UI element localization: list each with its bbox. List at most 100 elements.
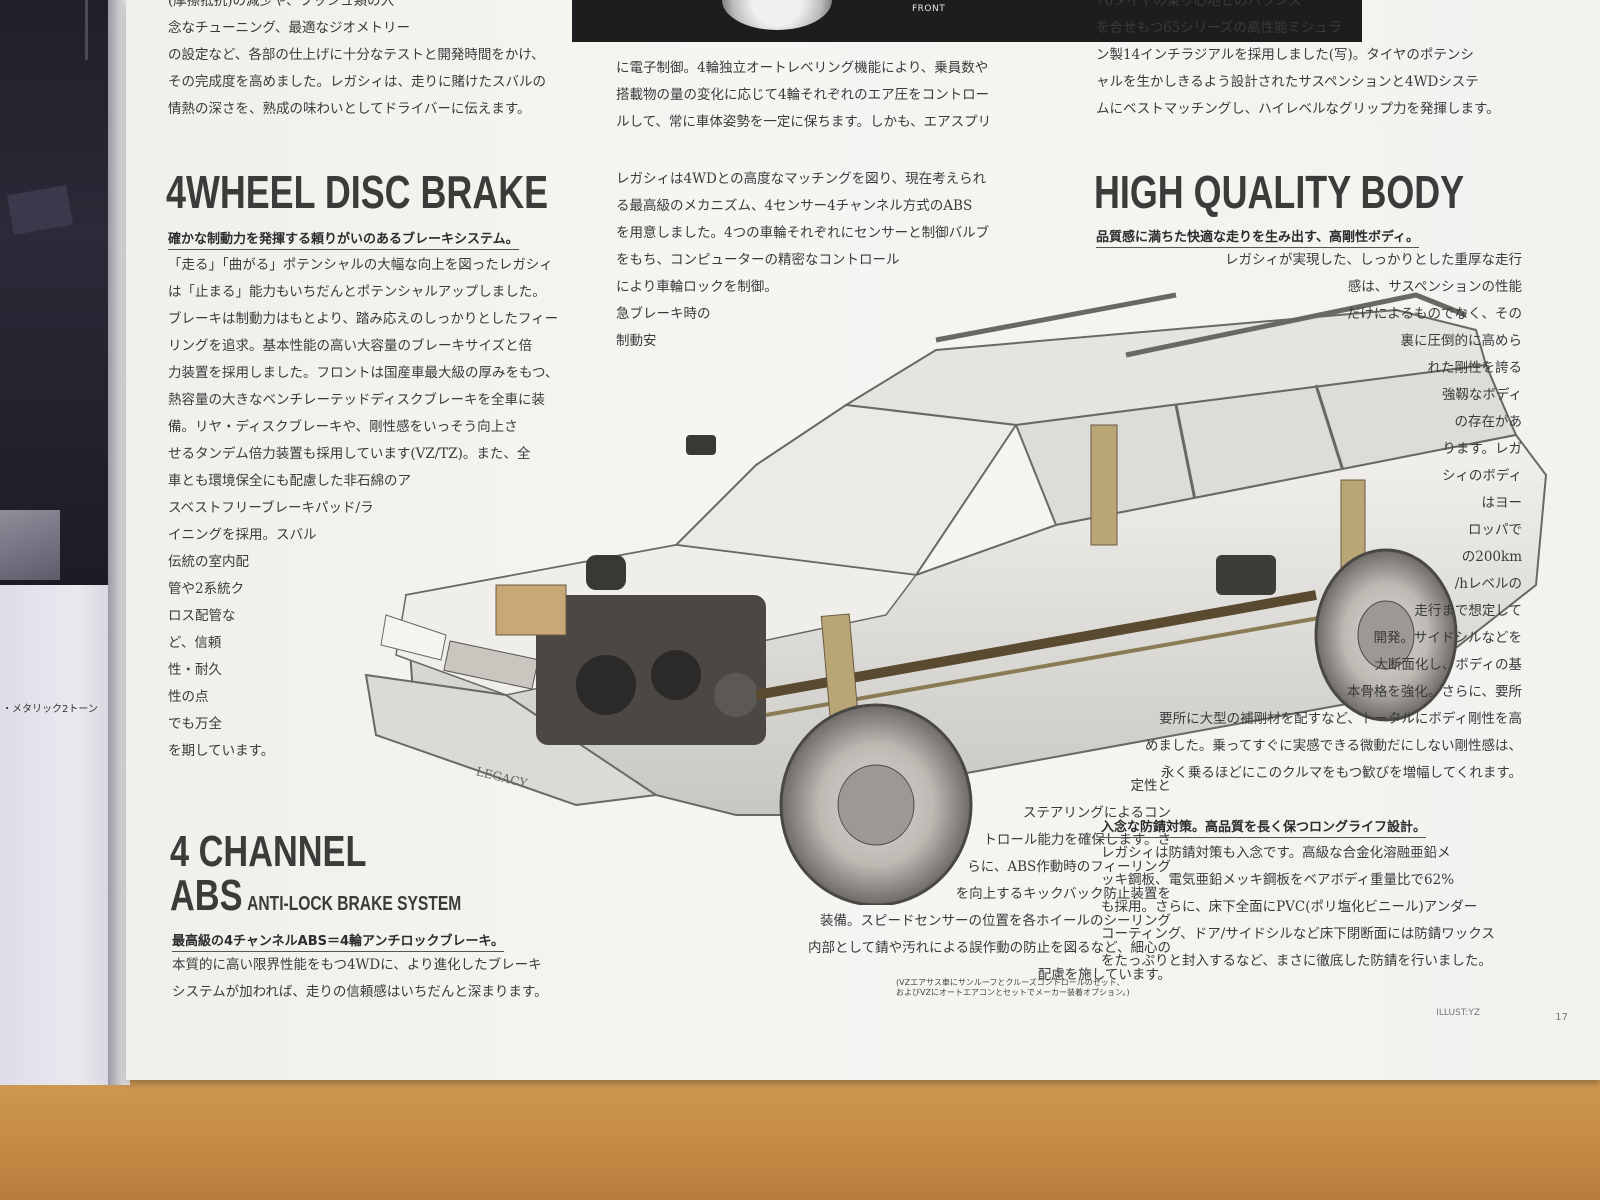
- text-line: トロール能力を確保します。さ: [983, 832, 1171, 848]
- text-line: その完成度を高めました。レガシィは、走りに賭けたスバルの: [168, 74, 546, 90]
- text-line: 念なチューニング、最適なジオメトリー: [168, 20, 411, 36]
- text-line: ムにベストマッチングし、ハイレベルなグリップ力を発揮します。: [1096, 101, 1500, 117]
- text-line-part: 配慮を施しています。: [1037, 967, 1171, 983]
- col2-top-text: に電子制御。4輪独立オートレベリング機能により、乗員数や 搭載物の量の変化に応じ…: [616, 55, 991, 136]
- text-line: 感は、サスペンションの性能: [1347, 279, 1522, 295]
- text-line: 備。リヤ・ディスクブレーキや、剛性感をいっそう向上さ: [168, 419, 518, 435]
- text-line: ります。レガ: [1442, 441, 1522, 457]
- page-number: 17: [1555, 1012, 1568, 1023]
- text-line: の存在があ: [1454, 414, 1523, 430]
- text-line: を合せもつ65シリーズの高性能ミシュラ: [1096, 20, 1342, 36]
- text-line: ブレーキは制動力はもとより、踏み応えのしっかりとしたフィー: [168, 311, 559, 327]
- illustration-credit: ILLUST:YZ: [1436, 1008, 1480, 1018]
- text-line: により車輪ロックを制御。: [616, 279, 778, 295]
- text-line: ッキ鋼板、電気亜鉛メッキ鋼板をベアボディ重量比で62%: [1101, 872, 1455, 888]
- text-line: 70タイヤの乗り心地とのバランス: [1096, 0, 1302, 9]
- text-line: の200km: [1461, 549, 1522, 565]
- text-line: でも万全: [168, 716, 222, 732]
- brake-heading: 4WHEEL DISC BRAKE: [166, 166, 549, 218]
- text-line: 要所に大型の補剛材を配すなど、トータルにボディ剛性を高: [1159, 711, 1522, 727]
- abs-text: 本質的に高い限界性能をもつ4WDに、より進化したブレーキ システムが加われば、走…: [172, 952, 548, 1006]
- rust-text: レガシィは防錆対策も入念です。高級な合金化溶融亜鉛メ ッキ鋼板、電気亜鉛メッキ鋼…: [1101, 840, 1495, 975]
- text-line: (摩擦抵抗)の減少や、ブッシュ類の入: [168, 0, 395, 9]
- left-page-caption: ・メタリック2トーン: [2, 704, 98, 715]
- text-line: だけによるものでなく、その: [1346, 306, 1522, 322]
- text-line: せるタンデム倍力装置も採用しています(VZ/TZ)。また、全: [168, 446, 531, 462]
- brake-text: 「走る」「曲がる」ポテンシャルの大幅な向上を図ったレガシィ は「止まる」能力もい…: [168, 252, 558, 765]
- text-line: ど、信頼: [168, 635, 222, 651]
- text-line: 制動安: [616, 333, 657, 349]
- brake-subhead: 確かな制動力を発揮する頼りがいのあるブレーキシステム。: [168, 228, 519, 250]
- text-line: スベストフリーブレーキパッド/ラ: [168, 500, 374, 516]
- text-line: めました。乗ってすぐに実感できる微動だにしない剛性感は、: [1144, 738, 1522, 754]
- tire-photo: FRONT: [572, 0, 1362, 42]
- brochure-page: FRONT (摩擦抵抗)の減少や、ブッシュ類の入 念なチューニング、最適なジオメ…: [126, 0, 1600, 1080]
- table-surface: [0, 1070, 1600, 1200]
- text-line: はヨー: [1481, 495, 1523, 511]
- abs-heading-abs: ABS: [170, 871, 243, 920]
- text-line: ャルを生かしきるよう設計されたサスペンションと4WDシステ: [1096, 74, 1479, 90]
- text-line: /hレベルの: [1454, 576, 1522, 592]
- text-line: 急ブレーキ時の: [616, 306, 711, 322]
- text-line: を期しています。: [168, 743, 275, 759]
- text-line: ロス配管な: [168, 608, 236, 624]
- text-line: 伝統の室内配: [168, 554, 249, 570]
- abs-heading-line1: 4 CHANNEL: [170, 827, 367, 876]
- text-line: をたっぷりと封入するなど、まさに徹底した防錆を行いました。: [1101, 953, 1492, 969]
- text-line: リングを追求。基本性能の高い大容量のブレーキサイズと倍: [168, 338, 533, 354]
- text-line: 車とも環境保全にも配慮した非石綿のア: [168, 473, 411, 489]
- col1-top-text: (摩擦抵抗)の減少や、ブッシュ類の入 念なチューニング、最適なジオメトリー の設…: [168, 0, 546, 123]
- text-line: を向上するキックバック防止装置を: [955, 886, 1171, 902]
- text-line: イニングを採用。スバル: [168, 527, 317, 543]
- text-line: 力装置を採用しました。フロントは国産車最大級の厚みをもつ、: [168, 365, 559, 381]
- car-cutaway-illustration: LEGACY: [364, 292, 1548, 905]
- text-line: に電子制御。4輪独立オートレベリング機能により、乗員数や: [616, 60, 989, 76]
- body-heading: HIGH QUALITY BODY: [1094, 166, 1465, 218]
- left-page: ・メタリック2トーン: [0, 0, 126, 1085]
- text-line: 内部として錆や汚れによる誤作動の防止を図るなど、細心の: [807, 940, 1171, 956]
- tire-image: [722, 0, 832, 30]
- text-line: 開発。サイドシルなどを: [1373, 630, 1523, 646]
- text-line: 本質的に高い限界性能をもつ4WDに、より進化したブレーキ: [172, 957, 542, 973]
- abs-footnote: (VZエアサス車にサンルーフとクルーズコントロールのセット、 およびVZにオート…: [896, 978, 1130, 998]
- text-line: 装備。スピードセンサーの位置を各ホイールのシーリング: [820, 913, 1171, 929]
- col3-top-text: 70タイヤの乗り心地とのバランス を合せもつ65シリーズの高性能ミシュラ ン製1…: [1096, 0, 1500, 123]
- text-line: レガシィは4WDとの高度なマッチングを図り、現在考えられ: [616, 171, 987, 187]
- text-line: 定性と: [1130, 778, 1172, 794]
- abs-heading-sub: ANTI-LOCK BRAKE SYSTEM: [247, 893, 462, 915]
- text-line: は「止まる」能力もいちだんとポテンシャルアップしました。: [168, 284, 546, 300]
- abs-intro-text: レガシィは4WDとの高度なマッチングを図り、現在考えられ る最高級のメカニズム、…: [616, 166, 989, 355]
- rust-subhead: 入念な防錆対策。高品質を長く保つロングライフ設計。: [1101, 816, 1427, 838]
- text-line: レガシィは防錆対策も入念です。高級な合金化溶融亜鉛メ: [1101, 845, 1451, 861]
- left-page-photo: [0, 0, 108, 585]
- text-line: 熱容量の大きなベンチレーテッドディスクブレーキを全車に装: [168, 392, 546, 408]
- text-line: 性の点: [168, 689, 209, 705]
- text-line: 性・耐久: [168, 662, 222, 678]
- book-gutter: [108, 0, 130, 1085]
- text-line: 強靱なボディ: [1441, 387, 1522, 403]
- text-line: 裏に圧倒的に高めら: [1400, 333, 1523, 349]
- text-line: ステアリングによるコン: [1022, 805, 1171, 821]
- text-line: コーティング、ドア/サイドシルなど床下閉断面には防錆ワックス: [1101, 926, 1495, 942]
- text-line: 管や2系統ク: [168, 581, 245, 597]
- text-line: ン製14インチラジアルを採用しました(写)。タイヤのポテンシ: [1096, 47, 1474, 63]
- text-line: 走行まで想定して: [1414, 603, 1522, 619]
- text-line: の設定など、各部の仕上げに十分なテストと開発時間をかけ、: [168, 47, 545, 63]
- body-text: レガシィが実現した、しっかりとした重厚な走行 感は、サスペンションの性能 だけに…: [1006, 247, 1522, 787]
- text-line: シィのボディ: [1441, 468, 1522, 484]
- text-line: 本骨格を強化。さらに、要所: [1346, 684, 1522, 700]
- text-line: ルして、常に車体姿勢を一定に保ちます。しかも、エアスプリ: [616, 114, 992, 130]
- abs-cont-text: 定性と ステアリングによるコン トロール能力を確保します。さ らに、ABS作動時…: [626, 773, 1171, 989]
- text-line: 搭載物の量の変化に応じて4輪それぞれのエア圧をコントロー: [616, 87, 990, 103]
- text-line: も採用。さらに、床下全面にPVC(ポリ塩化ビニール)アンダー: [1101, 899, 1478, 915]
- text-line: ロッパで: [1468, 522, 1522, 538]
- text-line: る最高級のメカニズム、4センサー4チャンネル方式のABS: [616, 198, 973, 214]
- text-line: をもち、コンピューターの精密なコントロール: [616, 252, 900, 268]
- body-subhead: 品質感に満ちた快適な走りを生み出す、高剛性ボディ。: [1096, 226, 1420, 248]
- text-line: システムが加われば、走りの信頼感はいちだんと深まります。: [172, 984, 548, 1000]
- text-line: レガシィが実現した、しっかりとした重厚な走行: [1225, 252, 1522, 268]
- text-line: 大断面化し、ボディの基: [1374, 657, 1522, 673]
- text-line: 配慮を施しています。: [626, 962, 1171, 989]
